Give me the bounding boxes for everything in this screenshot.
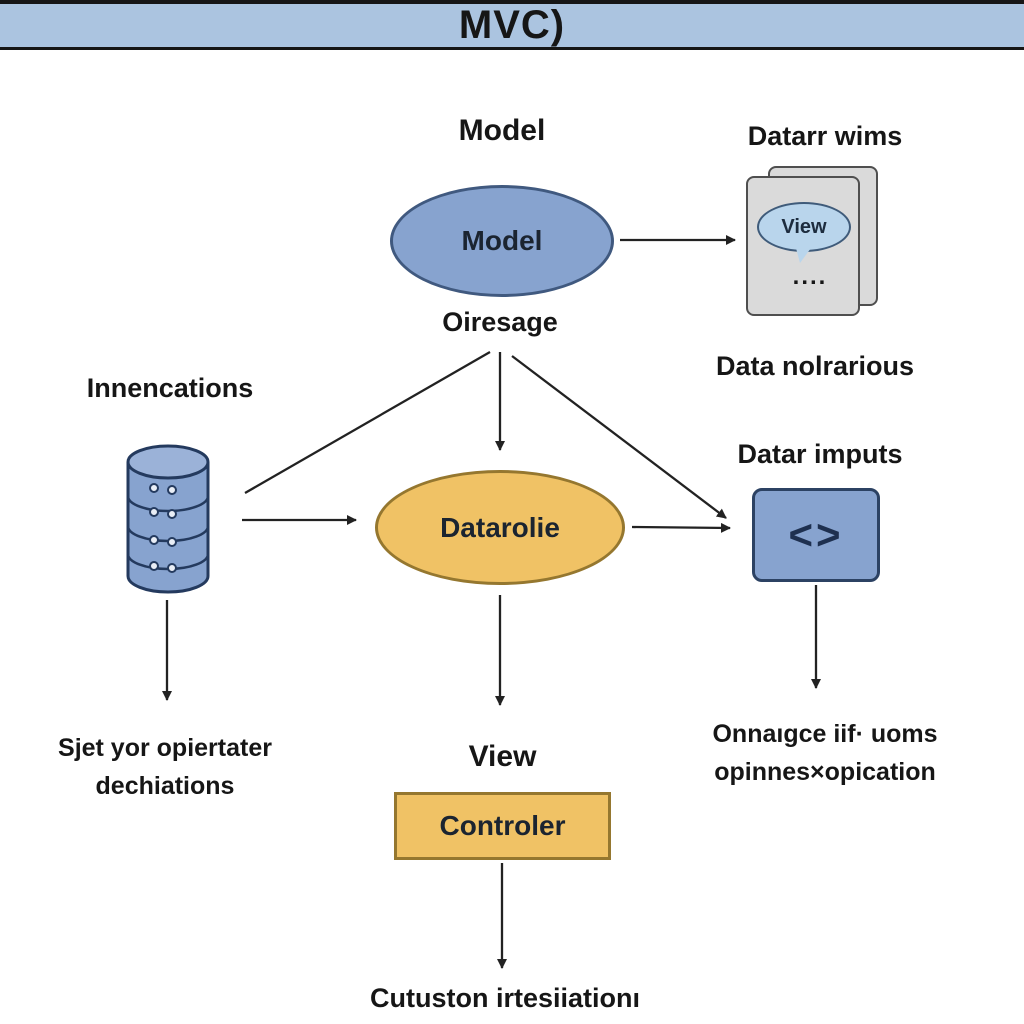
title-bar: MVC) bbox=[0, 0, 1024, 50]
database-label: Innencations bbox=[86, 373, 254, 403]
code-icon: <> bbox=[788, 511, 844, 558]
database-body bbox=[126, 462, 210, 594]
code-box: <> bbox=[752, 488, 880, 582]
speech-bubble-tail-icon bbox=[796, 248, 811, 263]
view-card-dots: .... bbox=[792, 263, 828, 290]
model-caption: Oiresage bbox=[442, 307, 558, 337]
view-bubble-label: View bbox=[781, 215, 827, 238]
inputs-caption: Onnaıgce iif· uoms opinnes×opication bbox=[680, 716, 970, 791]
inputs-label: Datar imputs bbox=[737, 439, 903, 469]
inputs-caption-line2: opinnes×opication bbox=[714, 757, 936, 786]
bottom-caption: Cutuston irtesiiationı bbox=[370, 983, 640, 1013]
controller-box-label: Controler bbox=[439, 810, 566, 841]
arrow-ellipse-to-codebox bbox=[631, 522, 731, 533]
model-heading: Model bbox=[458, 114, 546, 147]
inputs-caption-line1: Onnaıgce iif· uoms bbox=[712, 720, 938, 748]
view-speech-bubble: View bbox=[757, 202, 851, 252]
diagram-title: MVC) bbox=[458, 3, 566, 47]
model-ellipse: Model bbox=[390, 185, 614, 297]
views-caption: Data nolrarious bbox=[715, 351, 915, 381]
center-ellipse: Datarolie bbox=[375, 470, 625, 585]
database-caption: Sjet yor opiertater dechiations bbox=[30, 730, 300, 805]
database-caption-line1: Sjet yor opiertater bbox=[58, 734, 272, 762]
model-ellipse-label: Model bbox=[461, 225, 543, 256]
controller-box: Controler bbox=[394, 792, 611, 860]
database-top bbox=[126, 444, 210, 480]
database-caption-line2: dechiations bbox=[95, 771, 235, 800]
view-heading: View bbox=[468, 740, 537, 773]
views-label: Datarr wims bbox=[747, 121, 903, 151]
center-ellipse-label: Datarolie bbox=[440, 511, 560, 543]
database-icon bbox=[126, 444, 210, 594]
